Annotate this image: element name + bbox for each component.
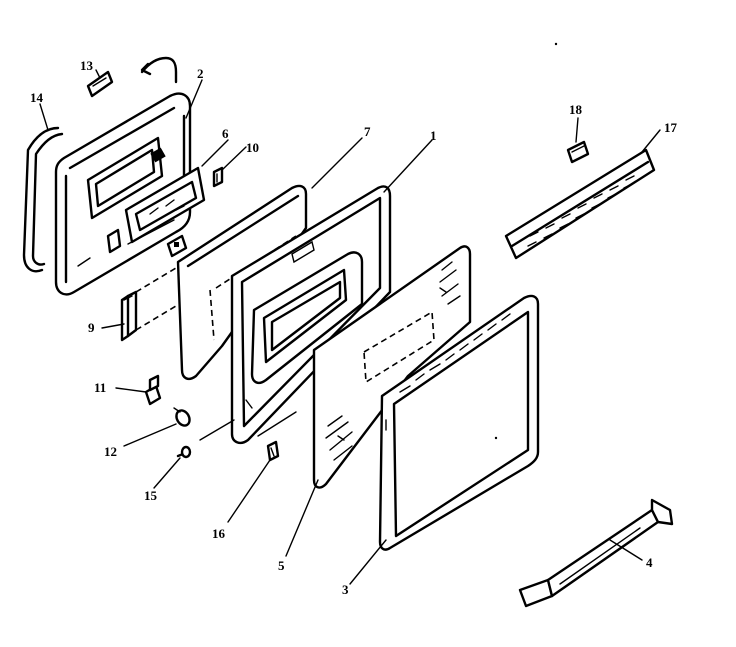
callout-13: 13 <box>80 58 94 73</box>
callout-9: 9 <box>88 320 95 335</box>
callout-5: 5 <box>278 558 285 573</box>
part-18-clip <box>566 140 590 164</box>
part-1-inner-door-liner <box>199 185 392 445</box>
scan-speck <box>554 42 558 46</box>
scan-speck <box>494 436 498 440</box>
callout-18: 18 <box>569 102 583 117</box>
part-9-bracket <box>120 267 177 342</box>
part-12-spacer <box>173 407 191 427</box>
part-4-door-handle <box>518 498 674 608</box>
callout-17: 17 <box>664 120 678 135</box>
callout-10: 10 <box>246 140 259 155</box>
part-3-glass-frame <box>378 294 540 551</box>
part-hinge-hook <box>140 56 178 84</box>
callout-6: 6 <box>222 126 229 141</box>
callout-3: 3 <box>342 582 349 597</box>
callout-14: 14 <box>30 90 44 105</box>
callout-7: 7 <box>364 124 371 139</box>
part-14-handle-rod <box>22 126 64 273</box>
part-6-window-frame <box>124 166 206 244</box>
part-16-clip <box>266 440 280 462</box>
part-10-clip <box>212 166 224 188</box>
callout-4: 4 <box>646 555 653 570</box>
callout-15: 15 <box>144 488 158 503</box>
callout-11: 11 <box>94 380 106 395</box>
part-tab <box>166 234 188 258</box>
part-11-bracket <box>144 374 162 406</box>
callout-labels: 13 2 14 6 10 7 1 18 17 9 11 12 15 16 5 3… <box>30 58 678 597</box>
callout-2: 2 <box>197 66 204 81</box>
part-17-vent-strip <box>504 148 656 260</box>
callout-16: 16 <box>212 526 226 541</box>
part-13-plate <box>86 70 114 98</box>
callout-12: 12 <box>104 444 117 459</box>
part-5-glass-panel <box>312 245 472 489</box>
part-15-screw <box>176 445 192 459</box>
leader-lines <box>39 69 661 585</box>
callout-1: 1 <box>430 128 437 143</box>
